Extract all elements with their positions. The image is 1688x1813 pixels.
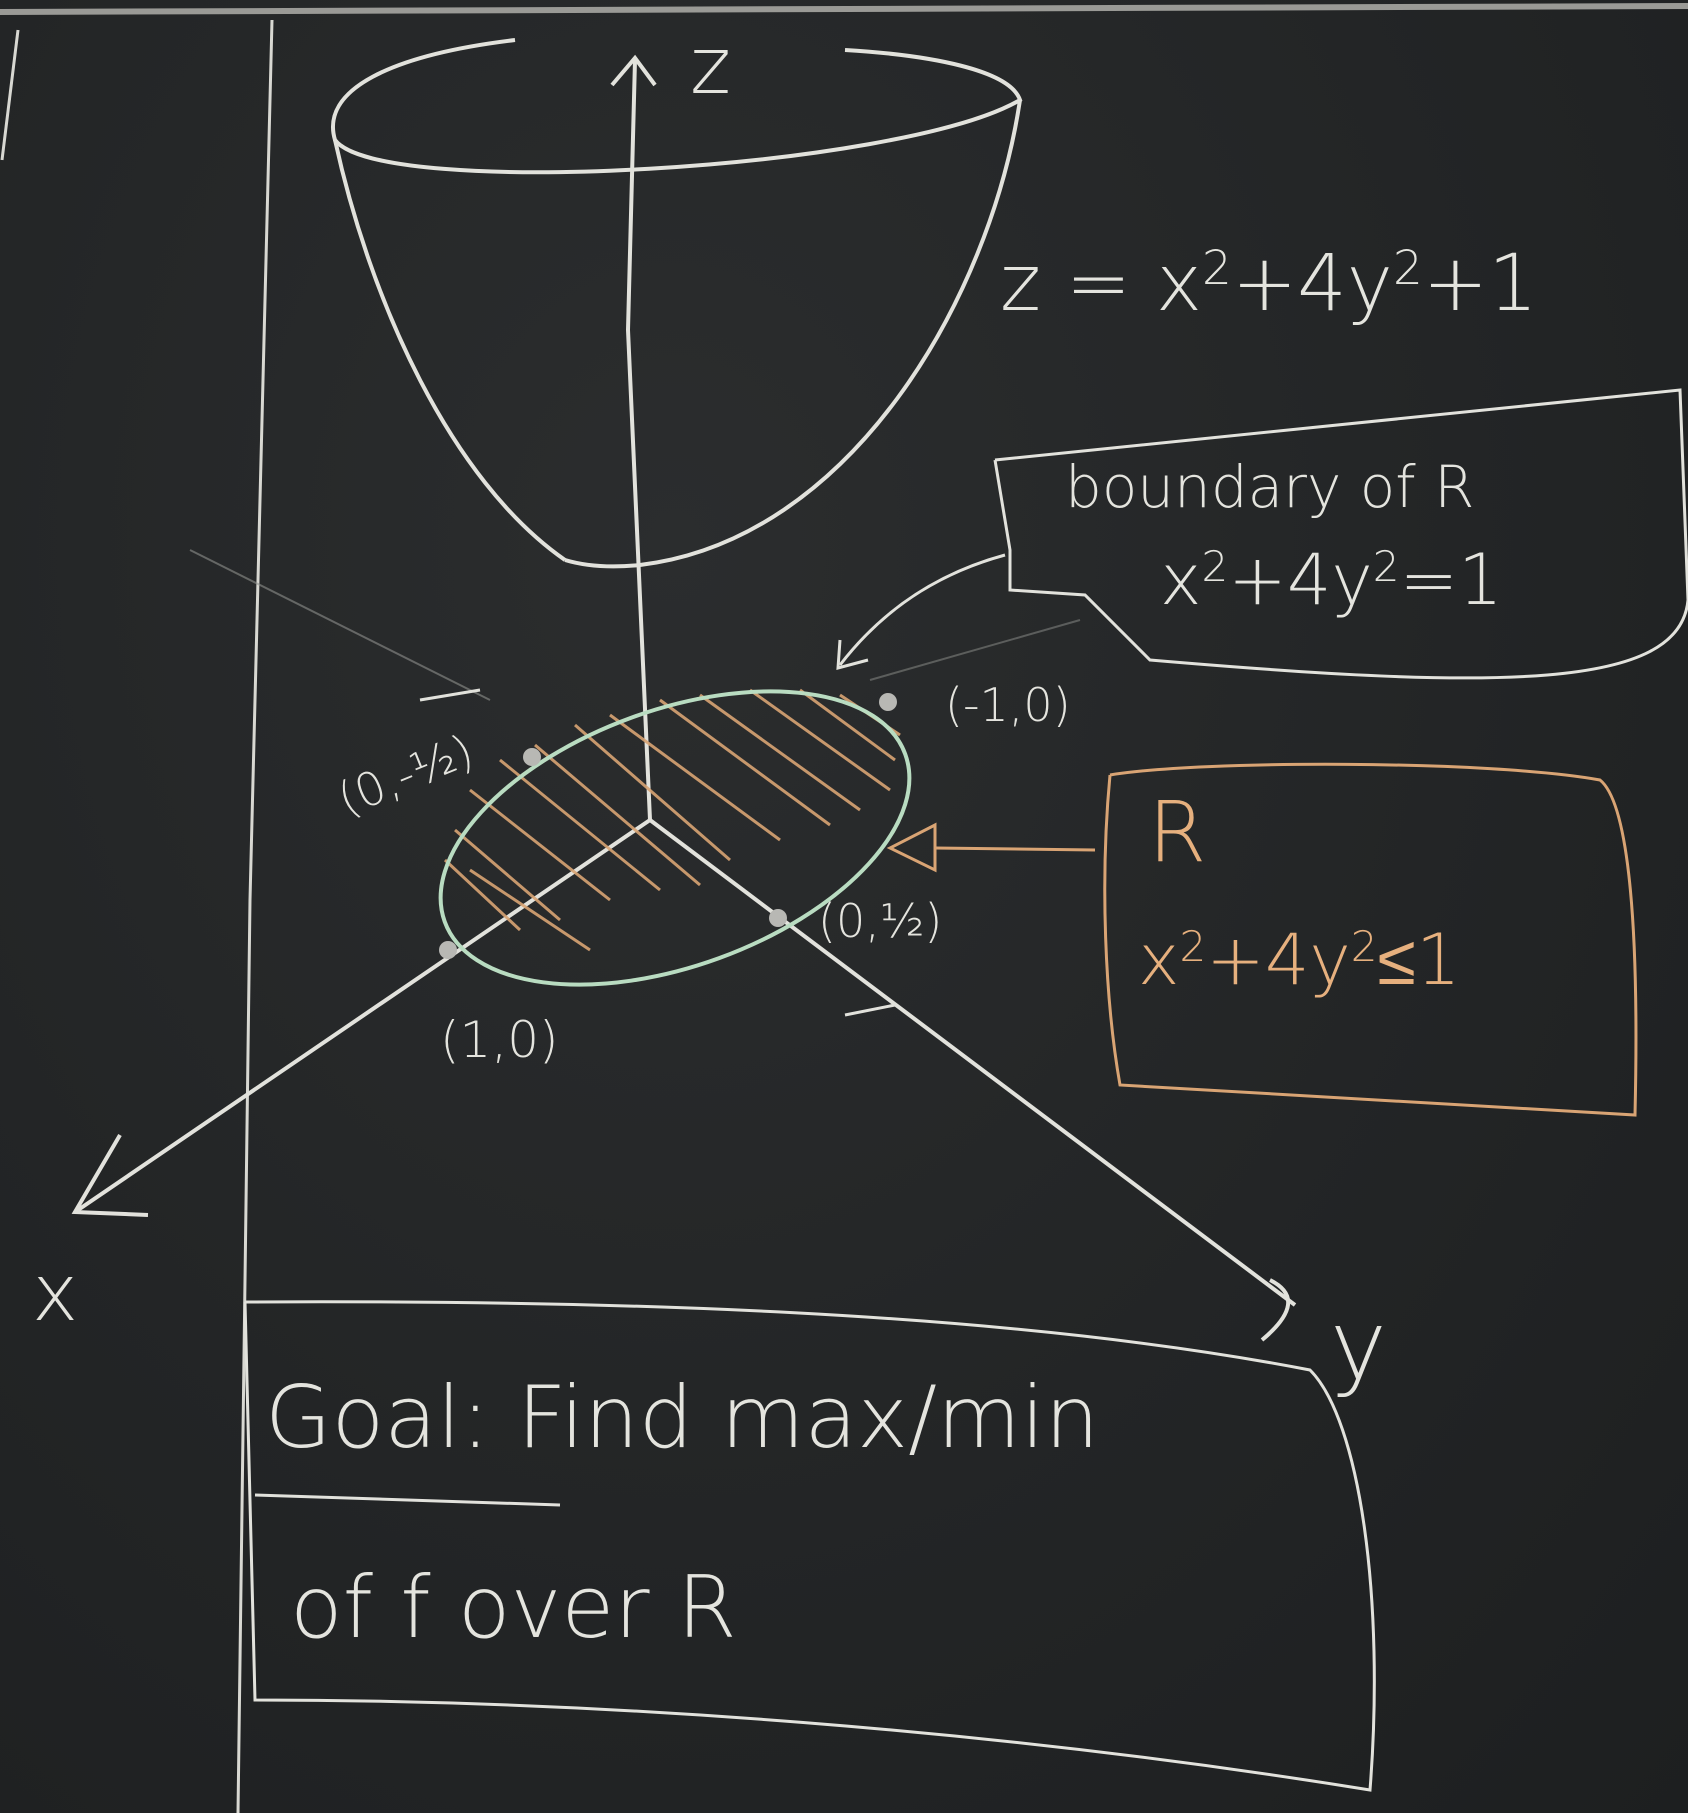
paraboloid-top-rim xyxy=(331,38,1023,175)
region-callout-arrow xyxy=(934,846,1096,852)
point-label-1-0: (1,0) xyxy=(440,1011,559,1069)
tick-mark-upper xyxy=(419,688,481,702)
boundary-ellipse xyxy=(438,689,912,987)
goal-box xyxy=(243,1300,1376,1792)
z-axis-arrowhead xyxy=(610,54,657,87)
goal-underline xyxy=(254,1493,561,1507)
region-inequality: x2+4y2≤1 xyxy=(1138,925,1461,995)
surface-eq-rhs: +1 xyxy=(1422,239,1538,329)
region-eq-exp1: 2 xyxy=(1179,921,1207,971)
tick-mark-lower xyxy=(844,1003,896,1017)
boundary-equation: x2+4y2=1 xyxy=(1160,545,1503,615)
region-callout-box xyxy=(1103,762,1638,1117)
region-eq-c: ≤1 xyxy=(1377,919,1461,1001)
boundary-eq-exp1: 2 xyxy=(1201,541,1229,591)
point-dot-neg1-0 xyxy=(879,693,897,711)
region-eq-b: +4y xyxy=(1206,919,1351,1001)
x-axis-label: x xyxy=(32,1249,79,1339)
boundary-eq-exp2: 2 xyxy=(1372,541,1400,591)
x-axis-arrowhead xyxy=(71,1133,149,1217)
faint-guide-line-left xyxy=(189,549,491,701)
surface-eq-mid: +4y xyxy=(1231,239,1393,329)
surface-eq-exp1: 2 xyxy=(1202,242,1232,297)
board-top-edge xyxy=(0,3,1688,15)
region-eq-exp2: 2 xyxy=(1350,921,1378,971)
y-axis-arrowhead xyxy=(1260,1278,1290,1342)
region-callout-arrowhead xyxy=(886,822,937,873)
surface-eq-lhs: z = x xyxy=(1000,239,1203,329)
y-axis-label: y xyxy=(1330,1290,1387,1402)
boundary-eq-c: =1 xyxy=(1399,539,1503,621)
boundary-callout-arrow xyxy=(838,553,1006,666)
boundary-eq-b: +4y xyxy=(1228,539,1373,621)
faint-guide-line-right xyxy=(869,619,1081,681)
goal-line-1: Goal: Find max/min xyxy=(265,1368,1100,1468)
goal-line-2: of f over R xyxy=(290,1558,737,1658)
paraboloid-right-side xyxy=(564,99,1022,569)
point-dot-0-half xyxy=(769,909,787,927)
z-axis-line xyxy=(625,59,652,821)
surface-eq-exp2: 2 xyxy=(1392,242,1423,297)
paraboloid-left-side xyxy=(333,139,567,562)
y-axis-line xyxy=(648,818,1297,1307)
boundary-eq-a: x xyxy=(1160,539,1202,621)
region-hatching xyxy=(443,688,901,952)
boundary-title: boundary of R xyxy=(1065,453,1475,521)
boundary-callout-arrowhead xyxy=(836,639,869,670)
point-dot-1-0 xyxy=(439,941,457,959)
boundary-callout-box xyxy=(993,388,1688,680)
point-label-0-half: (0,½) xyxy=(818,894,943,948)
z-axis-label: z xyxy=(690,22,731,112)
board-divider-line xyxy=(236,19,274,1813)
board-left-edge-line xyxy=(0,29,20,161)
region-title: R xyxy=(1148,783,1207,881)
x-axis-line xyxy=(76,818,652,1212)
surface-equation: z = x2+4y2+1 xyxy=(1000,245,1538,323)
point-label-neg1-0: (-1,0) xyxy=(945,678,1071,732)
point-dot-0-neghalf xyxy=(523,748,541,766)
region-eq-a: x xyxy=(1138,919,1180,1001)
